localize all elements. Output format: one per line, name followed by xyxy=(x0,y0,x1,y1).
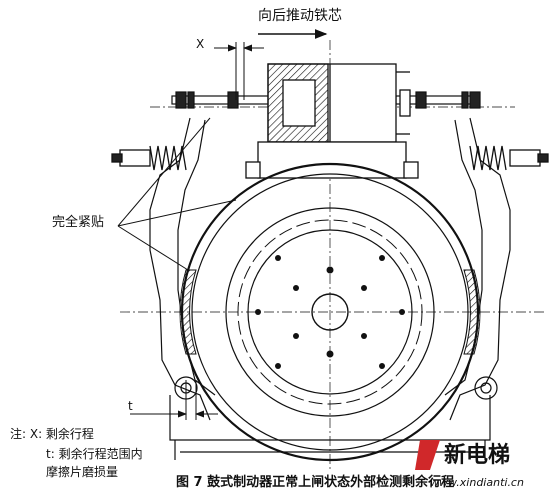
hub-dashed-ring xyxy=(237,219,423,405)
right-spring-rod xyxy=(509,149,541,167)
brand-name: 新电梯 xyxy=(444,442,510,468)
left-arm-outer xyxy=(149,117,211,421)
push-core-label: 向后推动铁芯 xyxy=(258,8,342,24)
right-eye-inner xyxy=(480,382,492,394)
left-spring-rod xyxy=(119,149,151,167)
tight-leaders xyxy=(117,117,237,271)
x-dimension xyxy=(214,42,264,100)
mount-eyes xyxy=(174,376,498,400)
base-bracket xyxy=(169,395,491,441)
left-nut xyxy=(175,91,187,109)
brand-url: www.xindianti.cn xyxy=(430,476,524,489)
hub-bolts xyxy=(255,255,405,369)
left-spring-coil xyxy=(149,145,187,171)
right-nut xyxy=(469,91,481,109)
hub-ring xyxy=(225,207,435,417)
electromagnet xyxy=(245,63,419,179)
x-mark-label: X xyxy=(196,37,204,51)
friction-pads xyxy=(179,269,481,355)
magnet-core xyxy=(282,79,316,127)
figure-caption: 图 7 鼓式制动器正常上闸状态外部检测剩余行程 xyxy=(176,474,454,490)
right-spring-coil xyxy=(469,145,507,171)
hub-inner-ring xyxy=(247,229,413,395)
t-mark-label: t xyxy=(128,399,133,413)
t-dimension xyxy=(130,380,218,420)
fully-tight-label: 完全紧贴 xyxy=(52,214,104,230)
note-line-3: 摩擦片磨损量 xyxy=(46,464,118,479)
right-friction-pad xyxy=(463,269,481,355)
note-line-1: 注: X: 剩余行程 xyxy=(10,426,94,441)
springs xyxy=(111,145,549,171)
left-friction-pad xyxy=(179,269,197,355)
note-line-2: t: 剩余行程范围内 xyxy=(46,446,143,461)
left-rod xyxy=(171,95,273,105)
watermark-logo: 新电梯 www.xindianti.cn xyxy=(415,440,524,489)
right-eye-outer xyxy=(474,376,498,400)
left-arm-inner xyxy=(177,119,216,396)
brand-mark-icon xyxy=(415,440,440,470)
drum-inner xyxy=(191,173,469,451)
right-arm-inner xyxy=(444,119,483,396)
shaft-bore xyxy=(311,293,349,331)
right-arm-outer xyxy=(449,117,511,421)
